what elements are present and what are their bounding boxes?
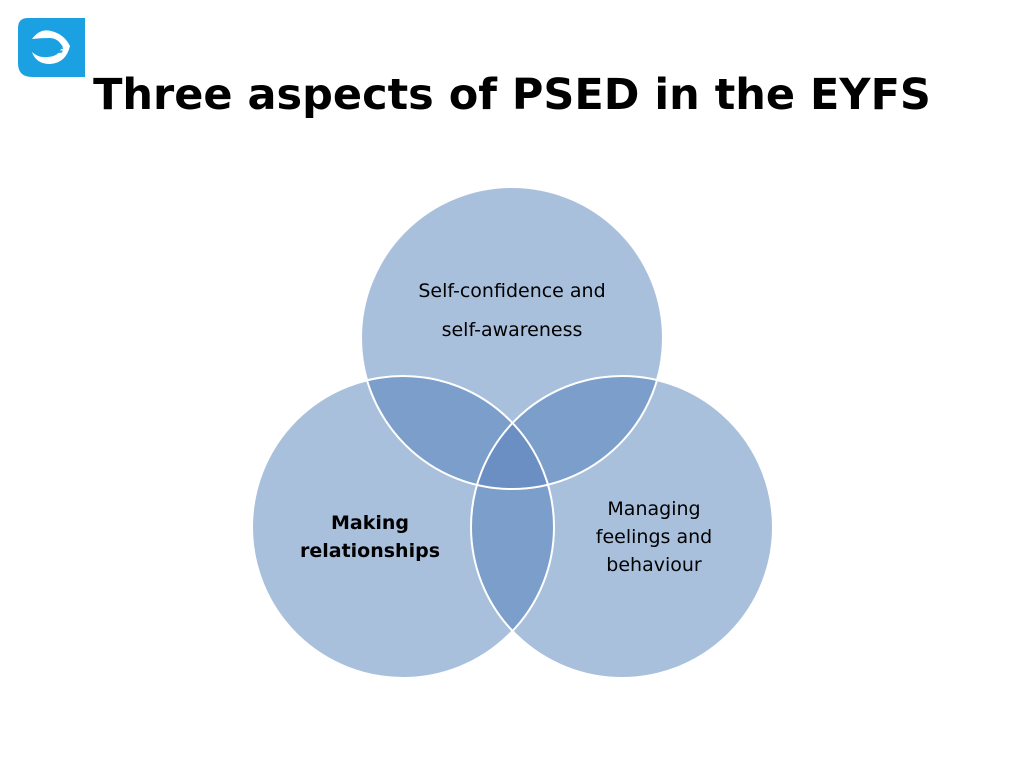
- label-line: feelings and: [595, 526, 713, 548]
- label-line: Managing: [607, 498, 701, 520]
- label-line: Making: [330, 512, 409, 534]
- circle-outline-top: [360, 186, 664, 490]
- label-self-confidence: Self-confidence and self-awareness: [386, 272, 638, 350]
- logo-text: oe: [40, 38, 63, 58]
- circle-outline-right: [470, 375, 774, 679]
- label-line: relationships: [299, 540, 441, 562]
- label-making-relationships: Making relationships: [286, 509, 454, 565]
- label-line: Self-confidence and: [418, 280, 606, 302]
- circle-outline-left: [251, 375, 555, 679]
- label-line: behaviour: [606, 554, 702, 576]
- page-title: Three aspects of PSED in the EYFS: [93, 70, 931, 120]
- label-line: self-awareness: [441, 319, 583, 341]
- oe-logo-icon: oe: [18, 18, 85, 77]
- overlap-top-left: [361, 376, 554, 489]
- label-managing-feelings: Managing feelings and behaviour: [569, 495, 739, 579]
- overlap-top-right: [471, 376, 663, 489]
